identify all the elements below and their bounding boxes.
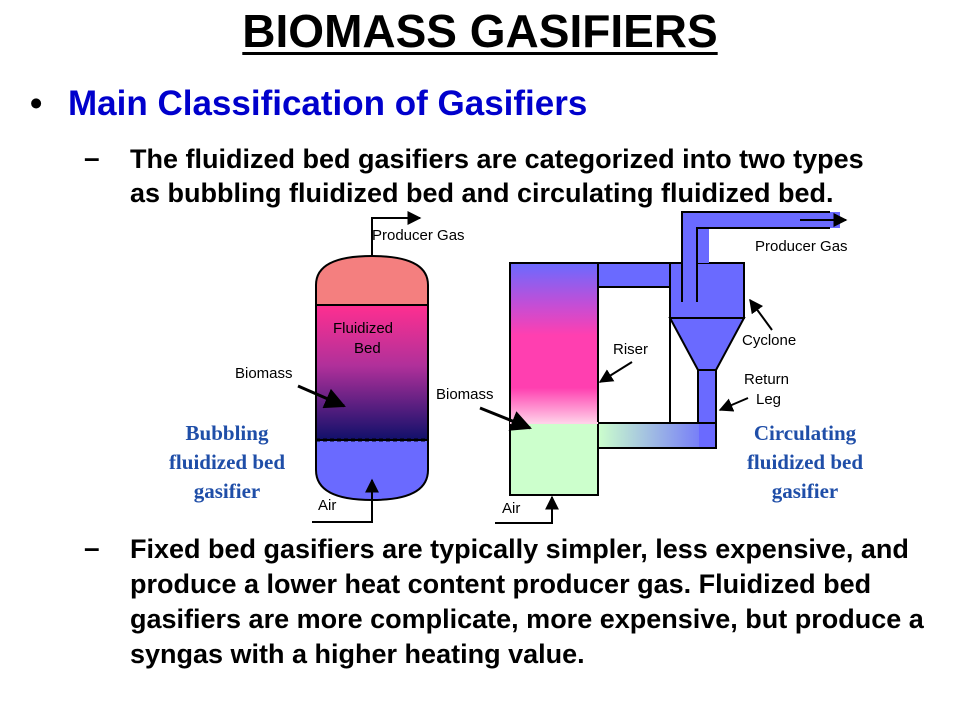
fluidized-bed-label-line2: Bed bbox=[354, 340, 381, 357]
cyclone-label: Cyclone bbox=[742, 332, 796, 349]
bubbling-air-label: Air bbox=[318, 497, 336, 514]
circulating-biomass-arrow bbox=[479, 406, 532, 431]
circulating-caption-line3: gasifier bbox=[772, 479, 838, 503]
fluidized-types-paragraph: The fluidized bed gasifiers are categori… bbox=[130, 144, 864, 208]
loop-seal bbox=[597, 422, 717, 449]
return-leg-label-line2: Leg bbox=[756, 391, 781, 408]
bubbling-caption-line1: Bubbling bbox=[186, 421, 269, 445]
bubbling-gas-outlet-arrow bbox=[371, 211, 422, 256]
riser-bottom-section bbox=[509, 422, 599, 496]
bubbling-biomass-arrow bbox=[297, 384, 346, 409]
bubbling-caption-line3: gasifier bbox=[194, 479, 260, 503]
circulating-air-inlet-arrow bbox=[495, 495, 559, 524]
cyclone-cone bbox=[668, 317, 746, 371]
dash-marker-2: – bbox=[84, 532, 100, 563]
riser-column bbox=[509, 262, 599, 424]
bubbling-producer-gas-label: Producer Gas bbox=[372, 227, 465, 244]
riser-inner-space bbox=[597, 286, 671, 424]
circulating-caption-line2: fluidized bed bbox=[747, 450, 863, 474]
bubbling-bed bbox=[315, 304, 429, 441]
circulating-caption: Circulating fluidized bed gasifier bbox=[747, 421, 863, 503]
bubbling-freeboard bbox=[315, 254, 429, 306]
bullet-dot: • bbox=[30, 84, 43, 123]
circulating-air-label: Air bbox=[502, 500, 520, 517]
fixed-vs-fluidized-paragraph: Fixed bed gasifiers are typically simple… bbox=[130, 534, 924, 669]
bubbling-caption-line2: fluidized bed bbox=[169, 450, 285, 474]
circulating-producer-gas-label: Producer Gas bbox=[755, 238, 848, 255]
page-title: BIOMASS GASIFIERS bbox=[242, 5, 718, 57]
bubbling-air-inlet-arrow bbox=[312, 478, 379, 523]
classification-heading: • Main Classification of Gasifiers bbox=[30, 84, 587, 124]
classification-heading-text: Main Classification of Gasifiers bbox=[68, 84, 588, 123]
return-leg-pointer bbox=[718, 397, 749, 412]
riser-label: Riser bbox=[613, 341, 648, 358]
riser-pointer bbox=[598, 361, 633, 383]
cyclone-pointer bbox=[749, 298, 773, 331]
dash-marker-1: – bbox=[84, 142, 100, 173]
return-leg-label-line1: Return bbox=[744, 371, 789, 388]
circulating-caption-line1: Circulating bbox=[754, 421, 857, 445]
bubbling-biomass-label: Biomass bbox=[235, 365, 293, 382]
circulating-biomass-label: Biomass bbox=[436, 386, 494, 403]
fluidized-bed-label-line1: Fluidized bbox=[333, 320, 393, 337]
bubbling-caption: Bubbling fluidized bed gasifier bbox=[169, 421, 285, 503]
circulating-gasifier: Producer Gas Riser Cyclone Return Leg Bi… bbox=[436, 211, 848, 524]
bubbling-gasifier: Producer Gas Fluidized Bed Biomass Air bbox=[235, 211, 465, 523]
